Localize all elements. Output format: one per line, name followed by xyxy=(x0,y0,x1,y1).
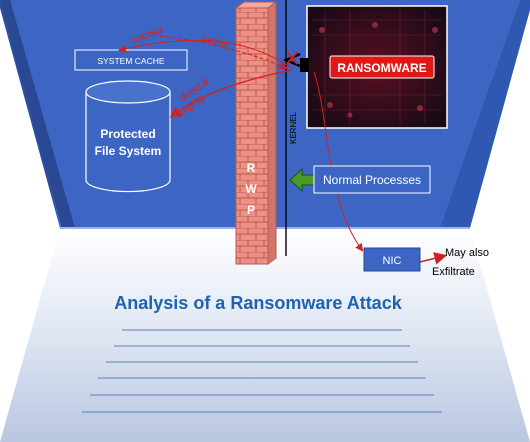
right-wall xyxy=(440,0,530,228)
exfil-label-1: May also xyxy=(445,247,489,259)
nic-out-arrow xyxy=(419,252,448,265)
normal-processes-label: Normal Processes xyxy=(323,173,421,187)
rwp-letter-p: P xyxy=(247,203,255,217)
protected-fs-label-2: File System xyxy=(95,144,162,158)
ransomware-panel xyxy=(306,5,448,129)
cached-arrow xyxy=(118,39,293,69)
rwp-brick-wall xyxy=(234,1,278,265)
paging-arrow xyxy=(159,35,288,70)
nic-box xyxy=(363,247,421,272)
system-cache-label: SYSTEM CACHE xyxy=(97,56,164,66)
kernel-label: KERNEL xyxy=(289,111,298,144)
rwp-letter-w: W xyxy=(245,182,257,196)
blocked-call-icon xyxy=(282,51,309,72)
direct-paging-arrow xyxy=(169,69,293,118)
rwp-letter-r: R xyxy=(247,161,256,175)
ransomware-label: RANSOMWARE xyxy=(337,61,426,75)
normal-processes-box xyxy=(313,165,431,194)
system-cache-box xyxy=(74,49,188,71)
exfil-label-2: Exfiltrate xyxy=(432,266,475,278)
nic-label: NIC xyxy=(383,255,402,267)
page-title: Analysis of a Ransomware Attack xyxy=(114,293,402,313)
floor xyxy=(0,228,530,442)
protected-fs-label-1: Protected xyxy=(100,127,155,141)
left-wall-edge xyxy=(0,0,75,228)
text-lines xyxy=(82,329,442,413)
exfiltrate-path-arrow xyxy=(313,71,364,252)
protected-file-system-cylinder xyxy=(85,80,171,193)
